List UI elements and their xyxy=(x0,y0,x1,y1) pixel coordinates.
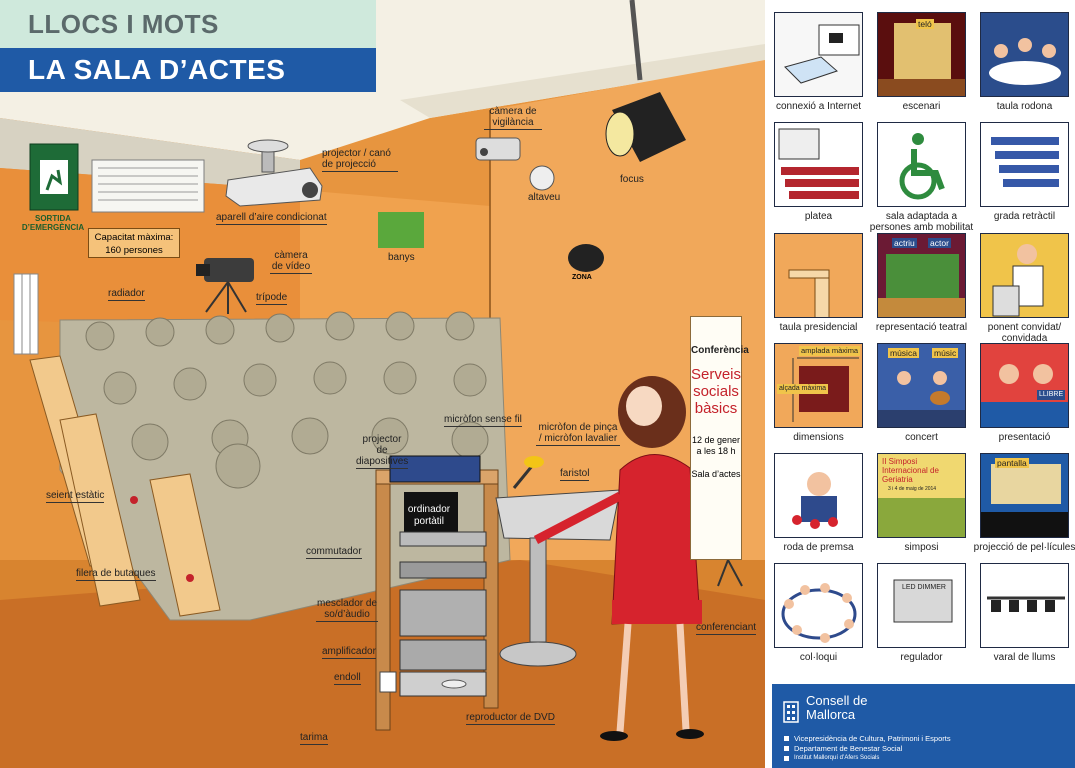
label-switcher: commutador xyxy=(306,546,362,559)
label-amplifier: amplificador xyxy=(322,646,376,659)
label-clip-mic: micròfon de pinça / micròfon lavalier xyxy=(536,422,620,446)
label-focus: focus xyxy=(620,174,644,185)
concert-picture: música músic xyxy=(877,343,966,428)
light-bar-picture xyxy=(980,563,1069,648)
max-height-tag: alçada màxima xyxy=(777,384,829,394)
banner-heading: Conferència xyxy=(691,345,749,356)
dimensions-picture: amplada màxima alçada màxima xyxy=(774,343,863,428)
banner-date: 12 de gener a les 18 h xyxy=(691,435,741,456)
symposium-picture: II Simposi Internacional de Geriatria 3 … xyxy=(877,453,966,538)
label-surveillance-camera: càmera de vigilància xyxy=(484,106,542,130)
dimmer-picture: LED DIMMER xyxy=(877,563,966,648)
presidential-table-picture xyxy=(774,233,863,318)
org-name: Consell de Mallorca xyxy=(806,694,867,722)
footer-line-1: Vicepresidència de Cultura, Patrimoni i … xyxy=(784,734,951,743)
label-seat-row: filera de butaques xyxy=(76,568,156,581)
footer: Consell de Mallorca Vicepresidència de C… xyxy=(772,684,1075,768)
colloquium-picture xyxy=(774,563,863,648)
consell-logo-icon xyxy=(783,701,799,723)
label-wireless-mic: micròfon sense fil xyxy=(444,414,522,427)
vocab-caption: varal de llums xyxy=(993,652,1056,663)
page-title: LA SALA D’ACTES xyxy=(0,48,376,92)
label-toilets: banys xyxy=(388,252,415,263)
vocab-caption: projecció de pel·lícules xyxy=(973,542,1075,553)
org-line-2: Mallorca xyxy=(806,707,856,722)
label-tripod: trípode xyxy=(256,292,288,305)
label-projector: projector / canó de projecció xyxy=(322,148,398,172)
vocab-caption: roda de premsa xyxy=(783,542,854,553)
vocab-caption: escenari xyxy=(902,101,941,112)
vocab-caption: ponent convidat/ convidada xyxy=(987,322,1062,344)
footer-line-3: Institut Mallorquí d’Afers Socials xyxy=(783,755,880,761)
curtain-tag: teló xyxy=(916,19,934,29)
label-lectern: faristol xyxy=(560,468,590,481)
vocab-caption: dimensions xyxy=(793,432,844,443)
label-stage: tarima xyxy=(300,732,328,745)
exit-sign-text: SORTIDA D’EMERGÈNCIA xyxy=(21,214,85,232)
actor-tag: actor xyxy=(928,238,951,248)
vocab-caption: concert xyxy=(905,432,938,443)
internet-connection-picture xyxy=(774,12,863,97)
scene-drawing xyxy=(0,0,765,768)
wheelchair-icon xyxy=(877,122,966,207)
label-radiator: radiador xyxy=(108,288,145,301)
screen-tag: pantalla xyxy=(995,458,1029,468)
label-video-camera: càmera de vídeo xyxy=(270,250,312,274)
label-air-conditioner: aparell d’aire condicionat xyxy=(216,212,327,225)
series-title: LLOCS I MOTS xyxy=(0,0,376,48)
symposium-title: II Simposi Internacional de Geriatria xyxy=(882,457,939,484)
capacity-sign: Capacitat màxima: 160 persones xyxy=(88,228,180,258)
dimmer-text: LED DIMMER xyxy=(902,584,946,591)
vocab-caption: representació teatral xyxy=(875,322,968,333)
illustration-scene: LLOCS I MOTS LA SALA D’ACTES SORTIDA D’E… xyxy=(0,0,765,768)
press-conference-picture xyxy=(774,453,863,538)
book-tag: LLIBRE xyxy=(1037,390,1066,400)
vocab-caption: col·loqui xyxy=(799,652,838,663)
banner-place: Sala d’actes xyxy=(691,469,741,479)
label-audio-mixer: mesclador de so/d’àudio xyxy=(316,598,378,622)
symposium-date: 3 i 4 de maig de 2014 xyxy=(888,486,937,492)
vocab-caption: simposi xyxy=(904,542,939,553)
laptop-screen-text: ordinador portàtil xyxy=(407,504,451,527)
vocab-caption: taula rodona xyxy=(996,101,1053,112)
round-table-picture xyxy=(980,12,1069,97)
vocab-caption: taula presidencial xyxy=(779,322,858,333)
vocab-caption: grada retràctil xyxy=(993,211,1056,222)
vocab-caption: regulador xyxy=(900,652,943,663)
actress-tag: actriu xyxy=(892,238,917,248)
vocab-caption: presentació xyxy=(998,432,1051,443)
wifi-zone-text: ZONA xyxy=(572,274,592,281)
retractable-seating-picture xyxy=(980,122,1069,207)
music-tag: música xyxy=(888,348,919,358)
label-presenter: conferenciant xyxy=(696,622,757,635)
stalls-picture xyxy=(774,122,863,207)
vocab-caption: platea xyxy=(804,211,833,222)
max-width-tag: amplada màxima xyxy=(799,346,861,356)
theatre-performance-picture: actriu actor xyxy=(877,233,966,318)
vocab-caption: connexió a Internet xyxy=(775,101,862,112)
banner-title: Serveis socials bàsics xyxy=(691,366,742,417)
musician-tag: músic xyxy=(932,348,959,358)
stage-picture: teló xyxy=(877,12,966,97)
label-socket: endoll xyxy=(334,672,361,685)
label-speaker: altaveu xyxy=(528,192,561,203)
label-slide-projector: projector de diapositives xyxy=(356,434,409,469)
presentation-picture: LLIBRE xyxy=(980,343,1069,428)
conference-banner: Conferència Serveis socials bàsics 12 de… xyxy=(690,316,749,560)
film-screening-picture: pantalla xyxy=(980,453,1069,538)
label-fixed-seat: seient estàtic xyxy=(46,490,105,503)
guest-speaker-picture xyxy=(980,233,1069,318)
label-dvd-player: reproductor de DVD xyxy=(466,712,555,725)
org-line-1: Consell de xyxy=(806,693,868,708)
footer-line-2: Departament de Benestar Social xyxy=(783,744,903,753)
